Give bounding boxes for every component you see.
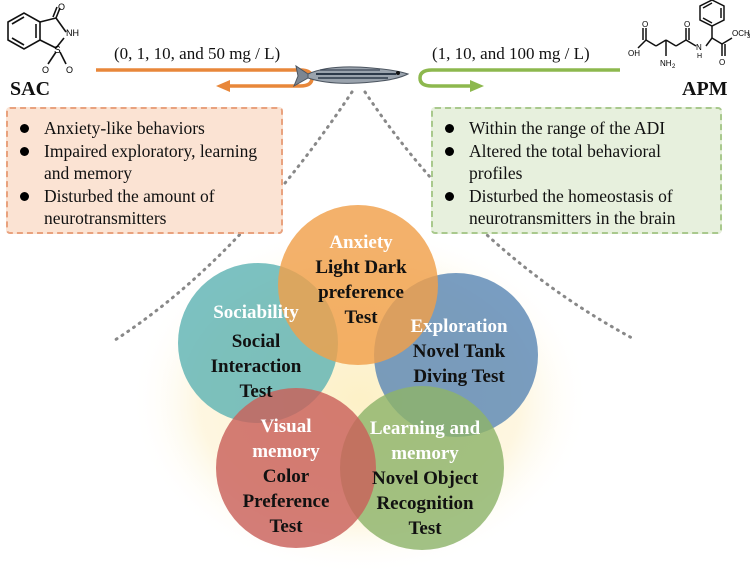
- apm-label: APM: [682, 78, 728, 100]
- apm-nh2-sub: 2: [672, 64, 676, 70]
- apm-oh: OH: [628, 49, 640, 58]
- anxiety-circle: [278, 205, 438, 365]
- apm-effect-item: Disturbed the homeostasis of neurotransm…: [433, 185, 714, 229]
- apm-o3: O: [719, 58, 725, 67]
- sac-effects-box: Anxiety-like behaviors Impaired explorat…: [6, 107, 283, 234]
- exploration-domain: Exploration: [410, 316, 508, 337]
- sac-doses: (0, 1, 10, and 50 mg / L): [114, 44, 281, 63]
- sac-effect-item: Impaired exploratory, learning and memor…: [8, 140, 275, 184]
- sac-o2: O: [66, 65, 73, 75]
- apm-structure-icon: O OH O N H NH 2 O OCH 3: [628, 0, 750, 70]
- sac-effect-item: Anxiety-like behaviors: [8, 117, 275, 139]
- apm-effects-box: Within the range of the ADI Altered the …: [431, 107, 722, 234]
- learning-memory-text: Learning and memory Novel Object Recogni…: [350, 416, 500, 541]
- apm-o2: O: [684, 20, 690, 29]
- apm-effects-list: Within the range of the ADI Altered the …: [433, 117, 714, 229]
- apm-effect-item: Altered the total behavioral profiles: [433, 140, 714, 184]
- sac-nh: NH: [66, 28, 79, 38]
- sac-o1: O: [42, 65, 49, 75]
- zebrafish-icon: [293, 64, 410, 88]
- apm-arrow: [418, 68, 620, 88]
- apm-doses: (1, 10, and 100 mg / L): [432, 44, 590, 63]
- dose-arrows: [96, 64, 620, 92]
- exploration-text: Exploration Novel Tank Diving Test: [384, 314, 534, 389]
- apm-o1: O: [642, 20, 648, 29]
- visual-memory-domain: Visual memory: [252, 416, 320, 462]
- sac-arrowhead: [216, 80, 230, 92]
- anxiety-text: Anxiety Light Dark preference Test: [286, 230, 436, 330]
- right-cone-line: [363, 90, 634, 340]
- apm-n: N: [696, 43, 702, 52]
- sociability-text: Sociability Social Interaction Test: [186, 300, 326, 404]
- visual-memory-text: Visual memory Color Preference Test: [226, 414, 346, 539]
- sac-structure-icon: O NH S O O: [7, 2, 79, 75]
- left-cone-line: [110, 90, 354, 344]
- visual-memory-test: Color Preference Test: [242, 466, 330, 537]
- learning-memory-test: Novel Object Recognition Test: [371, 468, 479, 539]
- sac-label: SAC: [10, 78, 51, 100]
- learning-memory-circle: [340, 386, 504, 550]
- apm-effect-item: Within the range of the ADI: [433, 117, 714, 139]
- exploration-test: Novel Tank Diving Test: [412, 341, 506, 387]
- apm-och3: OCH: [732, 29, 750, 38]
- apm-h: H: [697, 53, 702, 60]
- learning-memory-domain: Learning and memory: [369, 418, 481, 464]
- sociability-test: Social Interaction Test: [210, 331, 302, 402]
- apm-och3-sub: 3: [747, 34, 750, 40]
- sac-effects-list: Anxiety-like behaviors Impaired explorat…: [8, 117, 275, 229]
- apm-arrowhead: [470, 80, 484, 92]
- anxiety-domain: Anxiety: [329, 232, 393, 253]
- anxiety-test: Light Dark preference Test: [315, 257, 407, 328]
- apm-nh2: NH: [660, 59, 672, 68]
- sac-s: S: [54, 45, 61, 56]
- sac-effect-item: Disturbed the amount of neurotransmitter…: [8, 185, 275, 229]
- visual-memory-circle: [216, 388, 376, 548]
- sac-o-top: O: [58, 2, 65, 12]
- sociability-domain: Sociability: [213, 302, 299, 323]
